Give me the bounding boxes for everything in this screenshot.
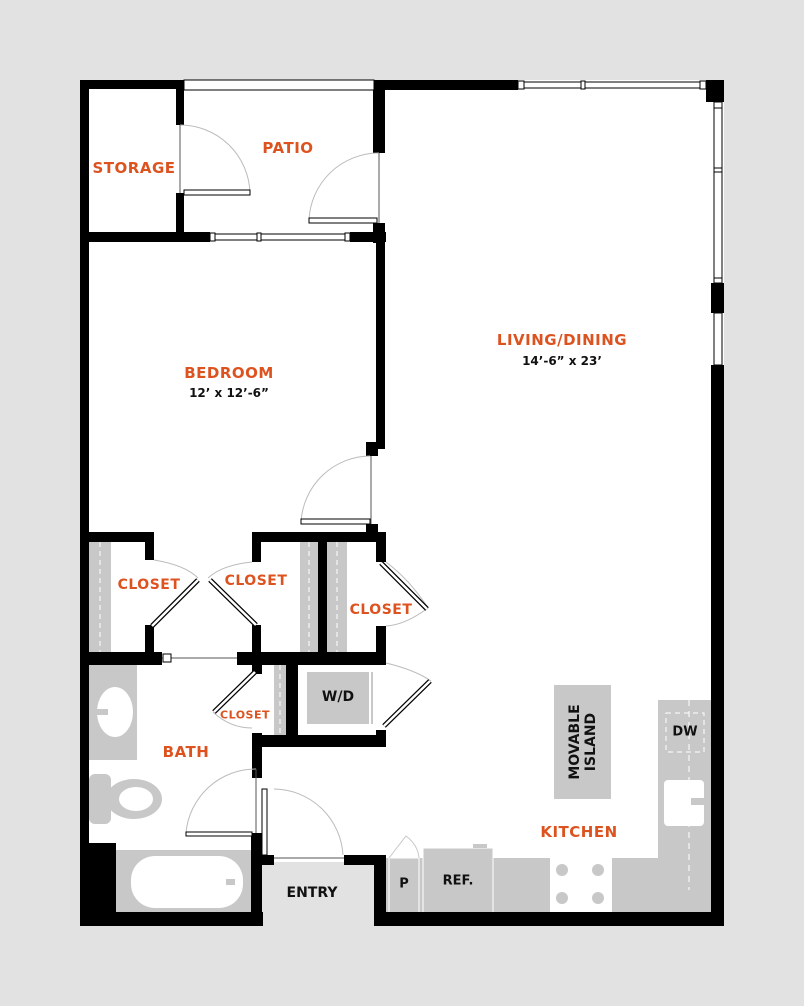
toilet: [89, 774, 162, 824]
door-jamb-lines: [162, 125, 380, 859]
bath-closet-door-swing: [212, 711, 253, 729]
room-label-bath: BATH: [162, 743, 210, 761]
dishwasher: [665, 712, 705, 753]
room-label-patio: PATIO: [262, 139, 314, 157]
storage-door-swing: [179, 124, 251, 194]
bath-faucet: [94, 709, 108, 715]
washer-dryer: [307, 672, 369, 724]
dishwasher-label: DW: [672, 724, 698, 740]
room-label-bedroom: BEDROOM: [184, 364, 274, 382]
kitchen-sink: [664, 780, 704, 826]
walls: [80, 80, 724, 926]
bedroom-door-swing: [300, 455, 371, 523]
tub-drain: [226, 879, 235, 885]
room-label-closet-middle: CLOSET: [224, 573, 288, 589]
closet-rods: [99, 542, 338, 735]
pantry-label: P: [399, 876, 409, 892]
pantry-door-swing: [388, 835, 420, 859]
room-label-closet-left: CLOSET: [117, 577, 181, 593]
pocket-door-stop: [162, 653, 172, 663]
washer-dryer-label: W/D: [321, 689, 355, 705]
range-burners: [556, 864, 604, 904]
bath-door-swing: [185, 768, 257, 834]
room-label-closet-right: CLOSET: [349, 602, 413, 618]
living-dining-dimensions: 14’-6” x 23’: [522, 354, 602, 368]
room-label-kitchen: KITCHEN: [540, 823, 618, 841]
bathtub-basin: [131, 856, 243, 908]
floor-area: [82, 80, 724, 925]
room-label-entry: ENTRY: [286, 885, 338, 901]
patio-door-swing: [308, 152, 380, 221]
bath-sink: [97, 687, 133, 737]
sink-faucet: [691, 798, 709, 805]
movable-island: [554, 685, 611, 799]
door-leaves: [183, 189, 378, 856]
laundry-door-swing: [385, 662, 432, 682]
range: [550, 855, 612, 912]
room-label-living-dining: LIVING/DINING: [496, 331, 628, 349]
bedroom-dimensions: 12’ x 12’-6”: [189, 386, 269, 400]
island-label: MOVABLE ISLAND: [567, 704, 599, 779]
entry-floor: [262, 862, 376, 925]
windows: [183, 79, 723, 366]
doors: [153, 124, 432, 856]
entry-door-swing: [273, 788, 344, 856]
closet-mid-door-swing: [207, 561, 253, 579]
pantry: [388, 857, 420, 914]
room-label-storage: STORAGE: [92, 159, 176, 177]
refrigerator: [422, 847, 494, 914]
room-label-closet-bath: CLOSET: [220, 708, 270, 722]
fridge-handle: [473, 844, 487, 848]
diagonal-door-leaves-inner: [151, 562, 431, 727]
island-label-line1: MOVABLE: [567, 704, 583, 780]
closet-left-door-swing: [153, 559, 199, 579]
refrigerator-label: REF.: [442, 873, 474, 889]
island-label-line2: ISLAND: [583, 712, 599, 772]
